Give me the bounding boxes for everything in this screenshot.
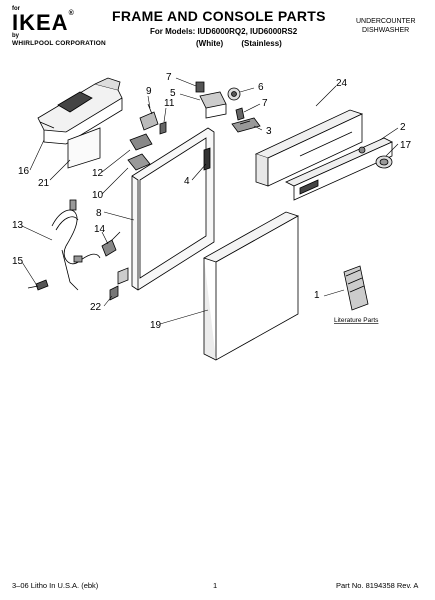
callout-19: 19 (150, 320, 162, 331)
variant-white: (White) (196, 39, 224, 48)
part-7-screw-bottom (235, 107, 245, 121)
brand-name: IKEA (12, 10, 69, 35)
ikea-logo: IKEA® (12, 10, 75, 36)
literature-parts-label: Literature Parts (334, 317, 379, 324)
part-5-hinge (199, 91, 227, 119)
model-variants: (White) (Stainless) (196, 39, 298, 48)
callout-8: 8 (96, 208, 102, 219)
footer-page-number: 1 (213, 581, 218, 590)
part-14-switch (101, 231, 121, 257)
part-21-panel (67, 127, 101, 169)
callout-21: 21 (38, 178, 50, 189)
footer-part-number: Part No. 8194358 Rev. A (336, 581, 419, 590)
callout-6: 6 (258, 82, 264, 93)
callout-4: 4 (184, 176, 190, 187)
callout-11: 11 (164, 98, 175, 109)
callout-24: 24 (336, 78, 348, 89)
brand-corporation: WHIRLPOOL CORPORATION (12, 40, 106, 47)
callout-13: 13 (12, 220, 24, 231)
part-19-door-panel (203, 211, 299, 361)
callout-14: 14 (94, 224, 106, 235)
callout-12: 12 (92, 168, 104, 179)
callout-22: 22 (90, 302, 102, 313)
footer-litho: 3–06 Litho In U.S.A. (ebk) (12, 581, 99, 590)
part-7-screw-top (195, 81, 205, 93)
part-3-latch (231, 117, 261, 133)
part-22-clip (109, 285, 119, 301)
callout-3: 3 (266, 126, 272, 137)
part-8-door-frame (117, 127, 215, 291)
part-9-bracket (139, 103, 159, 131)
page-title: FRAME AND CONSOLE PARTS (112, 8, 326, 24)
callout-16: 16 (18, 166, 30, 177)
part-16-bracket (37, 77, 123, 145)
part-11-screw (159, 121, 167, 135)
part-13-wire-harness (51, 199, 101, 291)
part-2-control-panel (285, 137, 393, 201)
callout-9: 9 (146, 86, 152, 97)
part-6-knob (227, 87, 241, 101)
callout-7-top: 7 (166, 72, 172, 83)
brand-for-text: for (12, 6, 20, 12)
model-numbers: For Models: IUD6000RQ2, IUD6000RS2 (150, 27, 298, 36)
callout-1: 1 (314, 290, 320, 301)
part-1-literature (343, 265, 369, 311)
part-17-knob (375, 155, 393, 169)
callout-17: 17 (400, 140, 412, 151)
appliance-type-line2: DISHWASHER (362, 27, 410, 34)
part-10-bracket (127, 153, 151, 171)
part-12-bracket (129, 133, 153, 151)
callout-10: 10 (92, 190, 104, 201)
leader-lines (21, 77, 399, 325)
part-24-console (254, 109, 364, 187)
appliance-type-line1: UNDERCOUNTER (356, 18, 416, 25)
callout-15: 15 (12, 256, 24, 267)
callout-2: 2 (400, 122, 406, 133)
part-15-screw (27, 279, 49, 291)
variant-stainless: (Stainless) (241, 39, 282, 48)
registered-mark: ® (68, 10, 75, 17)
callout-5: 5 (170, 88, 176, 99)
callout-7-bottom: 7 (262, 98, 268, 109)
brand-by-text: by (12, 33, 20, 39)
